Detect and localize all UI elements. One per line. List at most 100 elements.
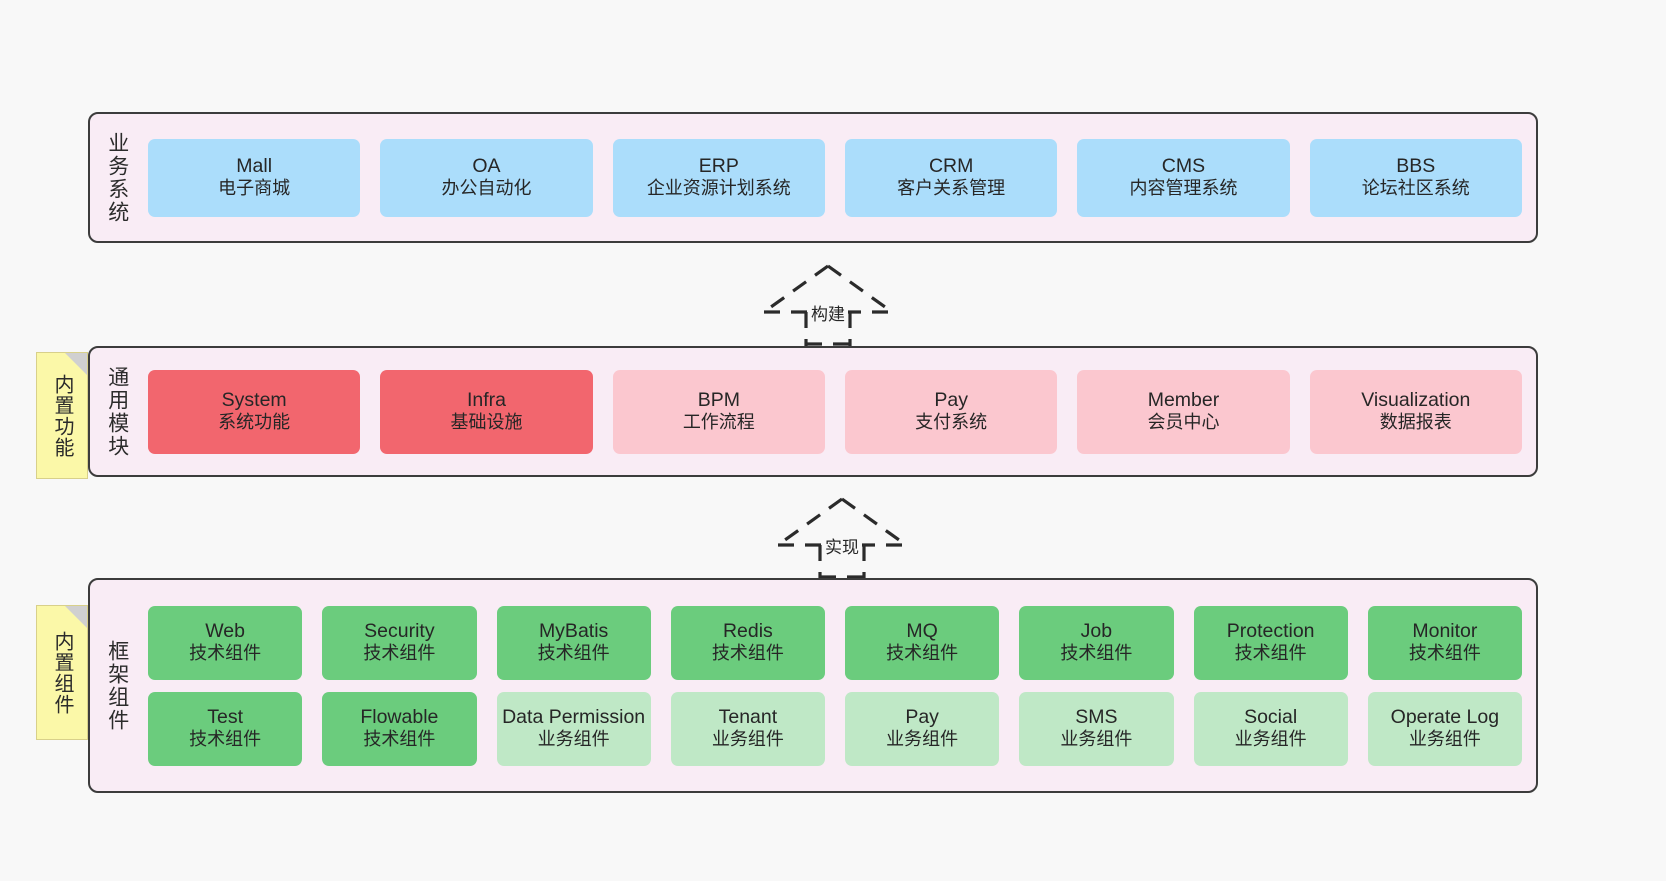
card-subtitle: 技术组件 — [1234, 643, 1307, 664]
card-title: Flowable — [360, 705, 439, 728]
framework-card-redis[interactable]: Redis 技术组件 — [670, 605, 825, 680]
layer-general-modules: 通用模块 System 系统功能 Infra 基础设施 BPM 工作流程 Pay — [88, 346, 1538, 477]
card-title: CMS — [1161, 154, 1206, 177]
note-builtin-features-label: 内置功能 — [51, 373, 73, 458]
card-title: CRM — [928, 154, 974, 177]
layer-framework-components-title: 框架组件 — [105, 639, 129, 732]
card-subtitle: 技术组件 — [537, 643, 610, 664]
card-subtitle: 客户关系管理 — [897, 178, 1006, 199]
card-title: OA — [472, 154, 501, 177]
business-card-crm[interactable]: CRM 客户关系管理 — [844, 138, 1058, 217]
card-subtitle: 业务组件 — [1060, 729, 1133, 750]
layer-business-system: 业务系统 Mall 电子商城 OA 办公自动化 ERP 企业资源计划系统 CRM — [88, 112, 1538, 243]
card-title: Pay — [905, 705, 939, 728]
card-title: BBS — [1396, 154, 1436, 177]
card-subtitle: 论坛社区系统 — [1361, 178, 1470, 199]
layer-framework-components-body: Web 技术组件 Security 技术组件 MyBatis 技术组件 Redi… — [144, 580, 1536, 791]
card-title: Social — [1244, 705, 1298, 728]
card-subtitle: 系统功能 — [218, 412, 291, 433]
framework-card-test[interactable]: Test 技术组件 — [148, 691, 303, 766]
card-subtitle: 技术组件 — [363, 643, 436, 664]
card-title: ERP — [698, 154, 739, 177]
card-title: Mall — [236, 154, 273, 177]
card-title: BPM — [697, 388, 740, 411]
business-card-erp[interactable]: ERP 企业资源计划系统 — [612, 138, 825, 217]
card-title: Pay — [934, 388, 968, 411]
card-title: Monitor — [1412, 619, 1478, 642]
business-card-oa[interactable]: OA 办公自动化 — [380, 138, 593, 217]
framework-card-monitor[interactable]: Monitor 技术组件 — [1367, 605, 1522, 680]
card-title: System — [221, 388, 287, 411]
framework-card-operate-log[interactable]: Operate Log 业务组件 — [1367, 691, 1522, 766]
module-card-infra[interactable]: Infra 基础设施 — [380, 369, 593, 454]
card-title: Protection — [1226, 619, 1315, 642]
connector-build: 构建 — [760, 262, 896, 346]
framework-card-social[interactable]: Social 业务组件 — [1193, 691, 1348, 766]
card-title: MQ — [906, 619, 938, 642]
framework-card-mq[interactable]: MQ 技术组件 — [845, 605, 1000, 680]
card-title: SMS — [1075, 705, 1118, 728]
card-title: Test — [207, 705, 243, 728]
card-subtitle: 电子商城 — [218, 178, 291, 199]
framework-card-security[interactable]: Security 技术组件 — [322, 605, 477, 680]
card-subtitle: 业务组件 — [537, 729, 610, 750]
card-subtitle: 技术组件 — [189, 643, 262, 664]
card-title: Security — [364, 619, 435, 642]
layer-business-system-body: Mall 电子商城 OA 办公自动化 ERP 企业资源计划系统 CRM 客户关系… — [144, 114, 1536, 241]
card-subtitle: 内容管理系统 — [1129, 178, 1238, 199]
layer-general-modules-title: 通用模块 — [105, 365, 129, 458]
card-subtitle: 基础设施 — [450, 412, 523, 433]
framework-card-sms[interactable]: SMS 业务组件 — [1019, 691, 1174, 766]
card-subtitle: 会员中心 — [1147, 412, 1220, 433]
card-subtitle: 技术组件 — [1408, 643, 1481, 664]
business-card-cms[interactable]: CMS 内容管理系统 — [1077, 138, 1290, 217]
card-subtitle: 技术组件 — [886, 643, 959, 664]
business-card-mall[interactable]: Mall 电子商城 — [148, 138, 361, 217]
card-title: Member — [1147, 388, 1220, 411]
card-subtitle: 业务组件 — [1408, 729, 1481, 750]
framework-card-web[interactable]: Web 技术组件 — [148, 605, 303, 680]
module-card-pay[interactable]: Pay 支付系统 — [844, 369, 1058, 454]
note-builtin-components: 内置组件 — [36, 605, 88, 740]
card-subtitle: 技术组件 — [189, 729, 262, 750]
card-title: MyBatis — [538, 619, 609, 642]
note-builtin-features: 内置功能 — [36, 352, 88, 479]
business-card-row: Mall 电子商城 OA 办公自动化 ERP 企业资源计划系统 CRM 客户关系… — [148, 138, 1522, 217]
card-title: Visualization — [1361, 388, 1471, 411]
connector-implement-label: 实现 — [822, 533, 862, 558]
framework-card-flowable[interactable]: Flowable 技术组件 — [322, 691, 477, 766]
module-card-bpm[interactable]: BPM 工作流程 — [612, 369, 825, 454]
card-title: Job — [1080, 619, 1113, 642]
framework-card-mybatis[interactable]: MyBatis 技术组件 — [496, 605, 651, 680]
framework-business-row: Test 技术组件 Flowable 技术组件 Data Permission … — [148, 691, 1522, 766]
connector-build-label: 构建 — [808, 300, 848, 325]
layer-framework-components: 框架组件 Web 技术组件 Security 技术组件 MyBatis 技术组件… — [88, 578, 1538, 793]
module-card-member[interactable]: Member 会员中心 — [1077, 369, 1290, 454]
framework-card-data-permission[interactable]: Data Permission 业务组件 — [496, 691, 651, 766]
card-subtitle: 办公自动化 — [441, 178, 532, 199]
framework-card-protection[interactable]: Protection 技术组件 — [1193, 605, 1348, 680]
card-title: Operate Log — [1390, 705, 1500, 728]
card-title: Tenant — [718, 705, 778, 728]
module-card-row: System 系统功能 Infra 基础设施 BPM 工作流程 Pay 支付系统… — [148, 369, 1522, 454]
card-title: Infra — [466, 388, 506, 411]
business-card-bbs[interactable]: BBS 论坛社区系统 — [1309, 138, 1522, 217]
card-subtitle: 技术组件 — [711, 643, 784, 664]
framework-card-job[interactable]: Job 技术组件 — [1019, 605, 1174, 680]
card-subtitle: 企业资源计划系统 — [646, 178, 791, 199]
layer-general-modules-body: System 系统功能 Infra 基础设施 BPM 工作流程 Pay 支付系统… — [144, 348, 1536, 475]
module-card-visualization[interactable]: Visualization 数据报表 — [1309, 369, 1522, 454]
note-builtin-components-label: 内置组件 — [51, 630, 73, 715]
card-title: Web — [205, 619, 245, 642]
framework-card-tenant[interactable]: Tenant 业务组件 — [670, 691, 825, 766]
card-subtitle: 数据报表 — [1379, 412, 1452, 433]
framework-card-pay[interactable]: Pay 业务组件 — [845, 691, 1000, 766]
connector-implement: 实现 — [774, 495, 910, 579]
card-subtitle: 支付系统 — [915, 412, 988, 433]
card-subtitle: 技术组件 — [363, 729, 436, 750]
framework-tech-row: Web 技术组件 Security 技术组件 MyBatis 技术组件 Redi… — [148, 605, 1522, 680]
card-subtitle: 工作流程 — [682, 412, 755, 433]
card-subtitle: 业务组件 — [711, 729, 784, 750]
module-card-system[interactable]: System 系统功能 — [148, 369, 361, 454]
